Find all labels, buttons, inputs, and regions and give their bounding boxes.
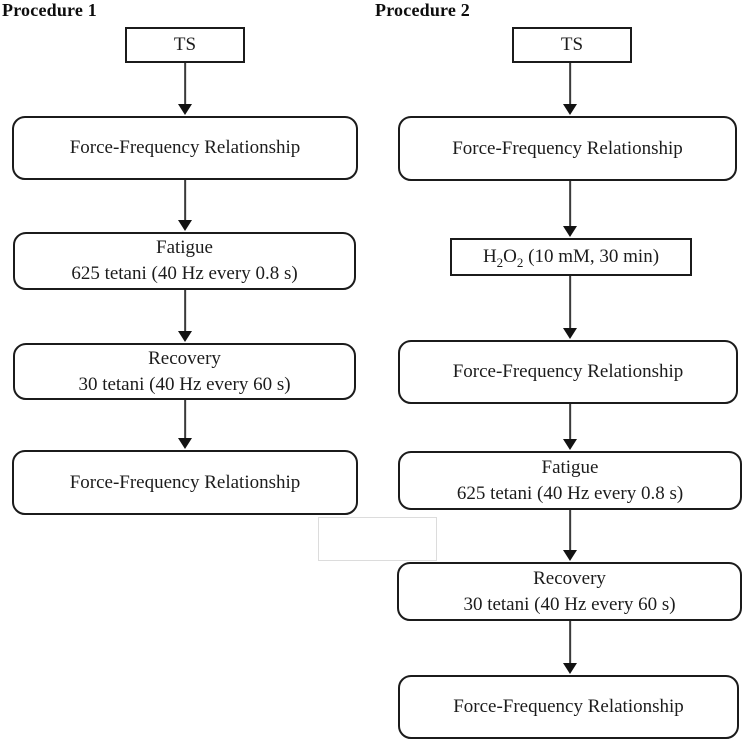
empty-ghost-box	[318, 517, 437, 561]
node-label-line1: Fatigue	[156, 237, 213, 258]
p2-node-force-frequency-1: Force-Frequency Relationship	[398, 116, 737, 181]
p2-node-force-frequency-2: Force-Frequency Relationship	[398, 340, 738, 404]
p1-node-force-frequency-2: Force-Frequency Relationship	[12, 450, 358, 515]
p1-node-force-frequency-1: Force-Frequency Relationship	[12, 116, 358, 180]
arrow-down-icon	[562, 63, 578, 115]
node-label-line1: Recovery	[148, 347, 221, 369]
p2-node-force-frequency-3: Force-Frequency Relationship	[398, 675, 739, 739]
node-label: H2O2 (10 mM, 30 min)	[482, 246, 660, 270]
arrow-down-icon	[562, 404, 578, 450]
node-label: Force-Frequency Relationship	[452, 137, 683, 159]
arrow-down-icon	[177, 63, 193, 115]
subscript: 2	[516, 254, 524, 270]
arrow-down-icon	[177, 400, 193, 449]
arrow-down-icon	[562, 181, 578, 237]
node-label-line2: 625 tetani (40 Hz every 0.8 s)	[71, 263, 298, 284]
node-label: TS	[560, 34, 584, 55]
node-label: TS	[173, 34, 197, 55]
p1-node-fatigue: Fatigue 625 tetani (40 Hz every 0.8 s)	[13, 232, 356, 290]
arrow-down-icon	[562, 276, 578, 339]
node-label-line1: Fatigue	[541, 456, 599, 478]
node-label: Force-Frequency Relationship	[69, 471, 301, 493]
node-label: Force-Frequency Relationship	[453, 696, 684, 717]
p2-node-h2o2: H2O2 (10 mM, 30 min)	[450, 238, 692, 276]
arrow-down-icon	[177, 180, 193, 231]
arrow-down-icon	[177, 290, 193, 342]
subscript: 2	[496, 254, 504, 270]
node-label-line2: 30 tetani (40 Hz every 60 s)	[78, 373, 291, 395]
procedure1-title: Procedure 1	[2, 0, 98, 20]
p1-node-ts: TS	[125, 27, 245, 63]
p1-node-recovery: Recovery 30 tetani (40 Hz every 60 s)	[13, 343, 356, 400]
arrow-down-icon	[562, 510, 578, 561]
p2-node-ts: TS	[512, 27, 632, 63]
arrow-down-icon	[562, 621, 578, 674]
procedure2-title: Procedure 2	[375, 0, 471, 20]
node-label-line2: 30 tetani (40 Hz every 60 s)	[463, 593, 676, 615]
node-label-line2: 625 tetani (40 Hz every 0.8 s)	[456, 482, 684, 504]
node-label: Force-Frequency Relationship	[69, 137, 301, 158]
node-label: Force-Frequency Relationship	[452, 361, 684, 382]
node-label-line1: Recovery	[533, 567, 606, 589]
p2-node-recovery: Recovery 30 tetani (40 Hz every 60 s)	[397, 562, 742, 621]
p2-node-fatigue: Fatigue 625 tetani (40 Hz every 0.8 s)	[398, 451, 742, 510]
